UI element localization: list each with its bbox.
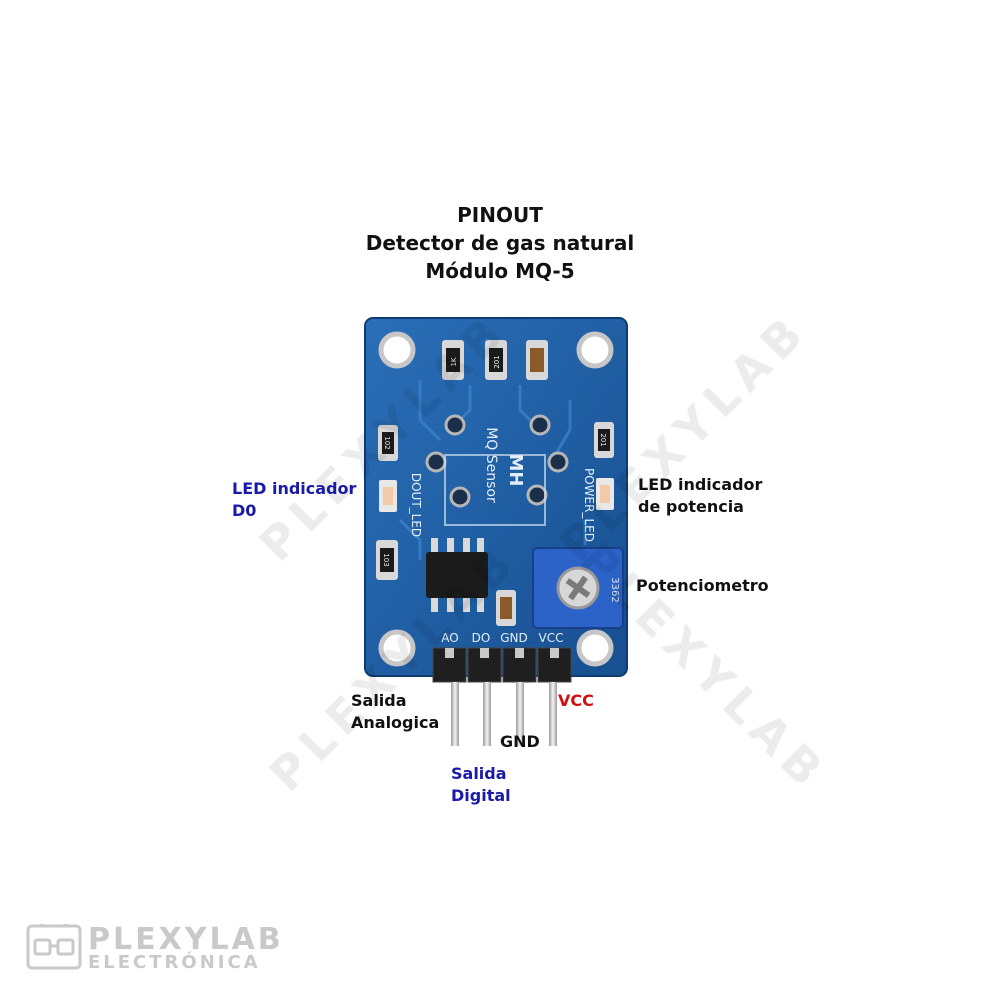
title-line-3: Módulo MQ-5	[425, 259, 575, 283]
silk-gnd: GND	[500, 631, 528, 645]
res1-label: 1K	[450, 357, 458, 366]
res4-label: 103	[382, 553, 390, 566]
pin-vcc	[549, 682, 557, 746]
silk-mq-sensor: MQ Sensor	[483, 427, 499, 503]
pin-ao	[451, 682, 459, 746]
pot-code: 3362	[609, 577, 620, 602]
label-led-d0: LED indicador D0	[232, 478, 356, 522]
silk-do: DO	[472, 631, 491, 645]
label-led-d0-line2: D0	[232, 501, 257, 520]
dout-led	[379, 480, 397, 512]
label-digital-line1: Salida	[451, 764, 507, 783]
label-potentiometer: Potenciometro	[636, 576, 769, 595]
comparator-chip	[426, 538, 488, 612]
label-vcc: VCC	[558, 691, 594, 710]
left-resistors: 102 103	[376, 425, 398, 580]
title-line-2: Detector de gas natural	[365, 231, 635, 255]
label-analog-output: Salida Analogica	[351, 690, 439, 734]
label-led-d0-line1: LED indicador	[232, 479, 357, 498]
label-digital-line2: Digital	[451, 786, 511, 805]
logo-line-1: PLEXYLAB	[88, 922, 284, 957]
res3-label: 102	[383, 436, 391, 449]
power-led	[596, 478, 614, 510]
silk-dout-led: DOUT_LED	[409, 473, 423, 537]
mounting-holes	[378, 331, 614, 667]
logo-line-2: ELECTRÓNICA	[88, 952, 261, 973]
pin-silk-labels: AO DO GND VCC	[441, 631, 563, 645]
plexylab-robot-icon	[26, 924, 82, 970]
diagram-title: PINOUT Detector de gas natural Módulo MQ…	[0, 201, 1000, 285]
res2-label: 201	[493, 355, 501, 368]
title-line-1: PINOUT	[457, 203, 543, 227]
silk-mh: MH	[505, 454, 526, 487]
label-led-power-line2: de potencia	[638, 497, 744, 516]
label-led-power-line1: LED indicador	[638, 475, 763, 494]
pin-do	[483, 682, 491, 746]
label-led-power: LED indicador de potencia	[638, 474, 762, 518]
silk-power-led: POWER_LED	[582, 468, 596, 542]
sensor-pads	[425, 414, 569, 508]
top-resistors: 1K 201	[442, 340, 548, 380]
label-analog-line2: Analogica	[351, 713, 440, 732]
potentiometer: 3362	[532, 547, 624, 629]
res5-label: 201	[599, 433, 607, 446]
label-digital-output: Salida Digital	[451, 763, 511, 807]
right-resistor: 201	[594, 422, 614, 458]
pin-header	[432, 647, 572, 746]
silk-vcc: VCC	[539, 631, 564, 645]
pin-gnd	[516, 682, 524, 746]
label-analog-line1: Salida	[351, 691, 407, 710]
label-gnd: GND	[500, 732, 540, 751]
silk-ao: AO	[441, 631, 458, 645]
